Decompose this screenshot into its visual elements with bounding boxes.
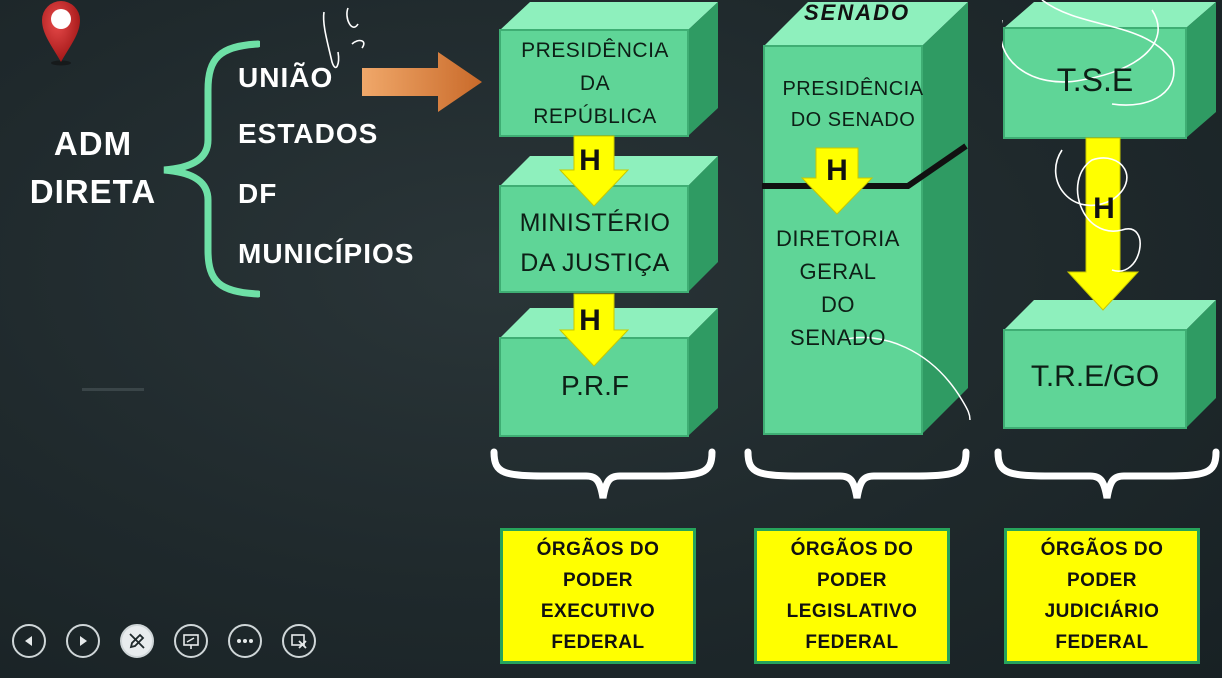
box-line: DO [821, 292, 855, 317]
judiciario-brace [994, 448, 1220, 499]
label-line: PODER [1066, 570, 1138, 591]
tse-box: T.S.E [1056, 62, 1134, 98]
h-marker: H [826, 154, 848, 187]
judiciario-boxes-3d [1002, 0, 1216, 429]
legislativo-brace [744, 448, 970, 499]
label-line: PODER [816, 570, 888, 591]
label-line: FEDERAL [805, 632, 899, 653]
box-line: DA [579, 72, 611, 95]
label-line: JUDICIÁRIO [1044, 601, 1160, 622]
end-show-icon [291, 634, 307, 649]
senado-header: SENADO [804, 0, 911, 25]
label-line: PODER [562, 570, 634, 591]
left-curly-brace [163, 40, 260, 298]
adm-line-1: ADM [53, 125, 133, 162]
label-line: ÓRGÃOS DO [1040, 539, 1164, 560]
box-line: REPÚBLICA [533, 105, 657, 128]
slide-view-icon [183, 634, 199, 649]
presidencia-senado-box: PRESIDÊNCIA DO SENADO [764, 74, 942, 136]
pen-icon [129, 633, 145, 649]
end-show-button[interactable] [282, 624, 316, 658]
orgaos-legislativo-label: ÓRGÃOS DO PODER LEGISLATIVO FEDERAL [754, 528, 950, 664]
h-marker: H [579, 304, 601, 337]
box-line: SENADO [790, 325, 886, 350]
label-line: ÓRGÃOS DO [790, 539, 914, 560]
list-item-estados: ESTADOS [238, 118, 379, 149]
diretoria-geral-box: DIRETORIA GERAL DO SENADO [764, 222, 912, 354]
ministerio-justica-box: MINISTÉRIO DA JUSTIÇA [500, 203, 690, 283]
box-line: MINISTÉRIO [519, 209, 671, 237]
next-slide-button[interactable] [66, 624, 100, 658]
location-pin-icon [42, 1, 80, 66]
tre-go-box: T.R.E/GO [1030, 360, 1160, 393]
orange-arrow-icon [362, 52, 482, 112]
executivo-brace [490, 448, 716, 499]
slide-view-button[interactable] [174, 624, 208, 658]
orgaos-executivo-label: ÓRGÃOS DO PODER EXECUTIVO FEDERAL [500, 528, 696, 664]
orgaos-judiciario-label: ÓRGÃOS DO PODER JUDICIÁRIO FEDERAL [1004, 528, 1200, 664]
executivo-boxes-3d [499, 2, 718, 437]
senado-box-3d [762, 2, 971, 435]
prf-box: P.R.F [561, 370, 629, 401]
label-line: FEDERAL [551, 632, 645, 653]
presidencia-republica-box: PRESIDÊNCIA DA REPÚBLICA [500, 34, 690, 133]
box-line: DIRETORIA [776, 226, 900, 251]
label-line: FEDERAL [1055, 632, 1149, 653]
label-line: LEGISLATIVO [786, 601, 918, 622]
handwritten-annotation [322, 7, 365, 69]
h-marker: H [1093, 192, 1115, 225]
list-item-municipios: MUNICÍPIOS [238, 238, 415, 269]
divider [82, 388, 144, 391]
label-line: EXECUTIVO [540, 601, 656, 622]
box-line: PRESIDÊNCIA [521, 39, 669, 62]
list-item-uniao: UNIÃO [238, 62, 334, 93]
adm-line-2: DIRETA [29, 173, 157, 210]
more-options-icon [237, 639, 253, 643]
more-options-button[interactable] [228, 624, 262, 658]
previous-slide-button[interactable] [12, 624, 46, 658]
list-item-df: DF [238, 178, 278, 209]
box-line: PRESIDÊNCIA [782, 78, 924, 100]
box-line: DO SENADO [790, 109, 916, 131]
box-line: GERAL [799, 259, 877, 284]
previous-slide-icon [25, 636, 32, 646]
label-line: ÓRGÃOS DO [536, 539, 660, 560]
h-marker: H [579, 144, 601, 177]
box-line: DA JUSTIÇA [520, 249, 670, 277]
adm-direta-title: ADM DIRETA [18, 120, 168, 216]
pen-tool-button[interactable] [120, 624, 154, 658]
next-slide-icon [80, 636, 87, 646]
